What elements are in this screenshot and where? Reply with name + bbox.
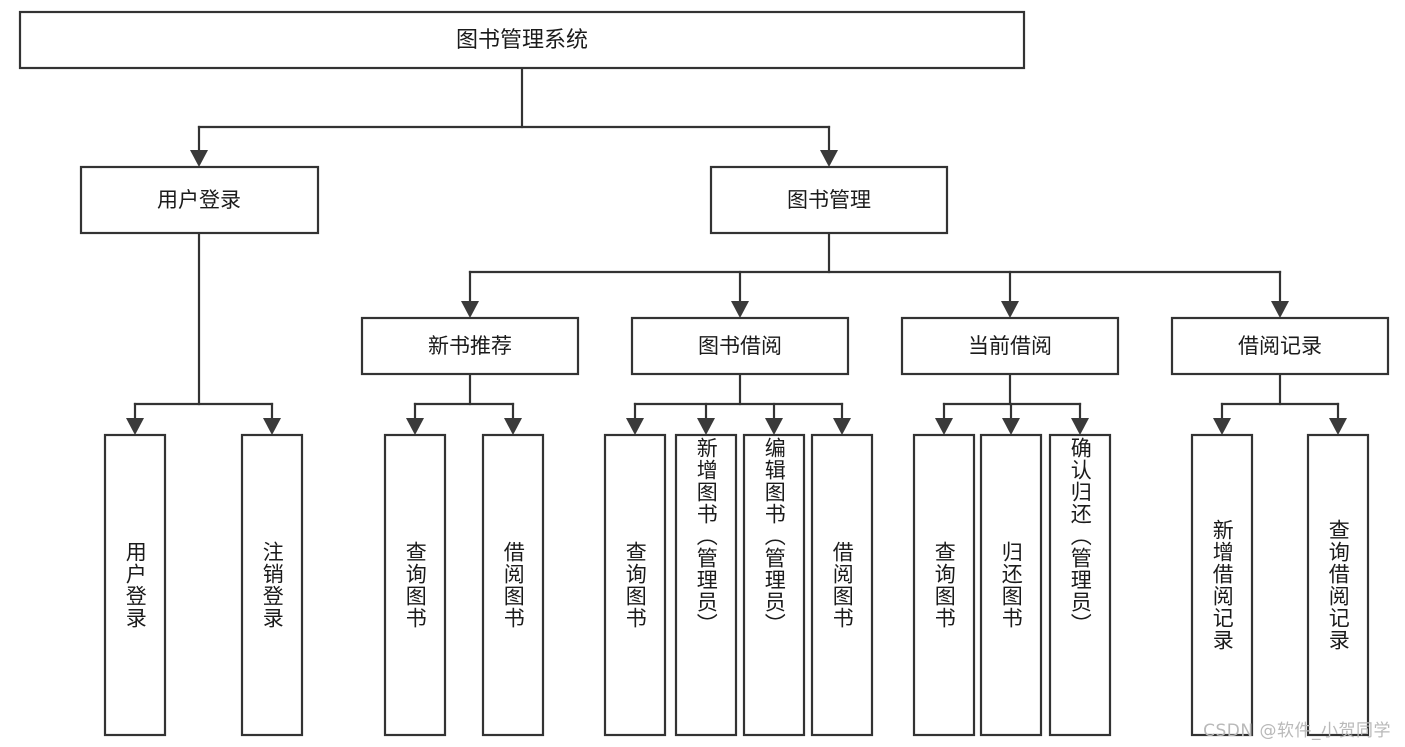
arrow-head-record [1271,301,1289,318]
arrow-head-logout-leaf [263,418,281,435]
leaf-borrow-1-box[interactable] [603,433,667,737]
leaf-recommend-2-box[interactable] [481,433,545,737]
arrow-head-current [1001,301,1019,318]
arrow-head-borrow [731,301,749,318]
node-user-login-label: 用户登录 [157,188,241,212]
connector-layer [126,66,1347,435]
leaf-current-2-box[interactable] [979,433,1043,737]
leaf-current-3-box[interactable] [1048,433,1112,737]
node-book-manage-label: 图书管理 [787,188,871,212]
arrow-head-recommend [461,301,479,318]
arrow-head-record-leaf-2 [1329,418,1347,435]
node-current-borrow-label: 当前借阅 [968,334,1052,358]
arrow-head-current-leaf-3 [1071,418,1089,435]
arrow-head-borrow-leaf-1 [626,418,644,435]
leaf-user-login-1-box[interactable] [103,433,167,737]
arrow-head-recommend-leaf-1 [406,418,424,435]
arrow-head-borrow-leaf-2 [697,418,715,435]
node-current-borrow-box[interactable] [900,316,1120,376]
arrow-head-user-login-leaf [126,418,144,435]
leaf-record-1-box[interactable] [1190,433,1254,737]
node-borrow-record-box[interactable] [1170,316,1390,376]
node-root-box[interactable] [18,10,1026,70]
leaf-borrow-2-box[interactable] [674,433,738,737]
leaf-borrow-4-box[interactable] [810,433,874,737]
node-book-borrow-box[interactable] [630,316,850,376]
node-borrow-record-label: 借阅记录 [1238,334,1322,358]
node-new-book-recommend-label: 新书推荐 [428,334,512,358]
arrow-head-bookmanage [820,150,838,167]
arrow-head-borrow-leaf-3 [765,418,783,435]
node-book-manage-box[interactable] [709,165,949,235]
arrow-head-record-leaf-1 [1213,418,1231,435]
leaf-borrow-3-box[interactable] [742,433,806,737]
leaf-recommend-1-box[interactable] [383,433,447,737]
leaf-current-1-box[interactable] [912,433,976,737]
node-root-label: 图书管理系统 [456,28,588,53]
csdn-watermark: CSDN @软件_小贺同学 [1203,721,1391,741]
node-new-book-recommend-box[interactable] [360,316,580,376]
node-layer: 图书管理系统 用户登录 图书管理 新书推荐 图书借阅 当前借阅 借阅记录 [18,10,1390,737]
arrow-head-borrow-leaf-4 [833,418,851,435]
node-book-borrow-label: 图书借阅 [698,334,782,358]
arrow-head-userlogin [190,150,208,167]
arrow-head-current-leaf-1 [935,418,953,435]
arrow-head-recommend-leaf-2 [504,418,522,435]
leaf-user-login-2-box[interactable] [240,433,304,737]
arrow-head-current-leaf-2 [1002,418,1020,435]
node-user-login-box[interactable] [79,165,320,235]
leaf-record-2-box[interactable] [1306,433,1370,737]
